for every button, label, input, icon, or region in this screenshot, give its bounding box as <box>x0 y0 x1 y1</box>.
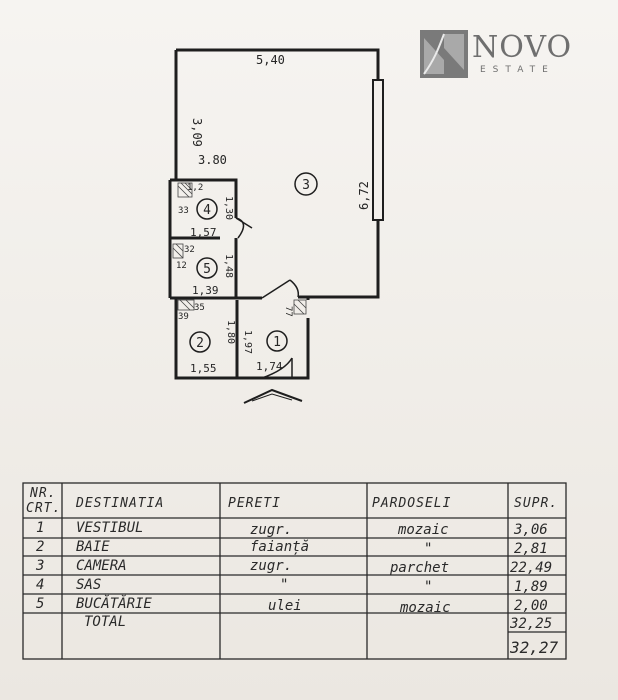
row-4-pardoseli: " <box>424 579 433 595</box>
room-number-4: 4 <box>203 203 211 218</box>
total-value: 32,25 <box>510 616 553 632</box>
row-1-pardoseli: mozaic <box>398 522 449 538</box>
header-nr: NR. <box>30 486 57 501</box>
dim-room2-small: 39 <box>178 312 189 322</box>
dim-room4-height: 1,30 <box>223 196 234 220</box>
dim-room2-width: 1,55 <box>190 362 217 375</box>
total-handwritten: 32,27 <box>510 638 559 657</box>
room-number-3: 3 <box>302 178 310 193</box>
dim-room2-small2: 35 <box>194 303 205 313</box>
header-pardoseli: PARDOSELI <box>372 496 452 511</box>
dim-room3-inner-width: 3.80 <box>198 153 227 167</box>
row-4-pereti: " <box>280 577 289 593</box>
entrance-arrow-icon <box>243 388 303 404</box>
room-schedule-table: NR. CRT. DESTINATIA PERETI PARDOSELI SUP… <box>22 482 567 660</box>
brand-name: NOVO <box>472 30 573 65</box>
brand-tagline: ESTATE <box>480 65 555 75</box>
dim-room5-small2: 12 <box>176 261 187 271</box>
row-5-pardoseli: mozaic <box>400 600 451 616</box>
row-1-supr: 3,06 <box>514 522 548 538</box>
row-1-pereti: zugr. <box>250 522 293 538</box>
dim-top-width: 5,40 <box>256 53 285 67</box>
dim-room1-small: 77 <box>283 306 293 317</box>
row-5-nr: 5 <box>36 596 45 612</box>
row-4-nr: 4 <box>36 577 45 593</box>
row-1-destinatia: VESTIBUL <box>76 520 144 536</box>
row-3-nr: 3 <box>36 558 45 574</box>
row-5-supr: 2,00 <box>514 598 548 614</box>
row-5-pereti: ulei <box>268 598 302 614</box>
room-number-2: 2 <box>196 336 204 351</box>
brand-logo: NOVO ESTATE <box>420 30 595 82</box>
dim-room5-height: 1,48 <box>223 254 234 278</box>
dim-right-height: 6,72 <box>357 181 371 210</box>
room-number-5: 5 <box>203 262 211 277</box>
dim-room4-small2: 1,2 <box>187 183 203 193</box>
row-2-pereti: faianță <box>250 539 310 555</box>
dim-room4-small: 33 <box>178 206 189 216</box>
row-4-supr: 1,89 <box>514 579 548 595</box>
header-crt: CRT. <box>26 501 62 516</box>
row-2-supr: 2,81 <box>514 541 548 557</box>
dim-room1-height: 1,97 <box>242 330 253 354</box>
row-2-nr: 2 <box>36 539 45 555</box>
brand-mark-icon <box>420 30 468 78</box>
floor-plan: 3 4 5 2 1 5,40 3,09 3.80 6,72 33 1,2 1,5… <box>168 48 384 404</box>
row-2-pardoseli: " <box>424 541 433 557</box>
row-3-pardoseli: parchet <box>390 560 450 576</box>
row-3-destinatia: CAMERA <box>76 558 127 574</box>
row-1-nr: 1 <box>36 520 45 536</box>
room-number-1: 1 <box>273 335 281 350</box>
dim-room5-small: 32 <box>184 245 195 255</box>
header-pereti: PERETI <box>228 496 281 511</box>
dim-room1-width: 1,74 <box>256 360 283 373</box>
header-supr: SUPR. <box>514 496 559 511</box>
dim-left-upper-height: 3,09 <box>190 118 204 147</box>
row-3-pereti: zugr. <box>250 558 293 574</box>
row-5-destinatia: BUCĂTĂRIE <box>76 596 152 612</box>
total-label: TOTAL <box>84 614 127 630</box>
row-2-destinatia: BAIE <box>76 539 110 555</box>
row-4-destinatia: SAS <box>76 577 102 593</box>
dim-room2-height: 1,80 <box>225 320 236 344</box>
row-3-supr: 22,49 <box>510 560 553 576</box>
dim-room4-width: 1,57 <box>190 226 217 239</box>
header-destinatia: DESTINATIA <box>76 496 165 511</box>
dim-room5-width: 1,39 <box>192 284 219 297</box>
table-grid <box>22 482 567 660</box>
